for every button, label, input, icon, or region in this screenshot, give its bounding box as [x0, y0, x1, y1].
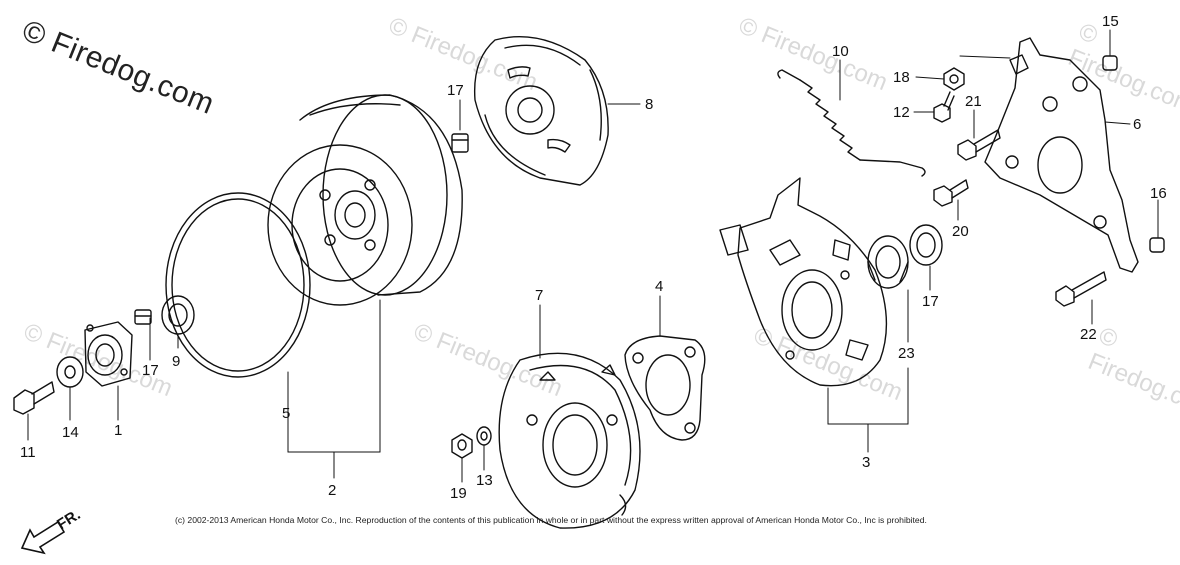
- part-21-bolt: [933, 179, 969, 207]
- part-15-collar: [1102, 55, 1118, 71]
- part-14-washer: [56, 356, 84, 388]
- callout-14: 14: [62, 424, 79, 441]
- callout-7: 7: [535, 287, 543, 304]
- callout-3: 3: [862, 454, 870, 471]
- callout-4: 4: [655, 278, 663, 295]
- callout-11: 11: [20, 444, 36, 461]
- part-5-snap-ring: [165, 192, 311, 378]
- callout-10: 10: [832, 43, 849, 60]
- callout-17-upper: 17: [447, 82, 464, 99]
- callout-22: 21: [965, 93, 982, 110]
- callout-19: 18: [893, 69, 910, 86]
- leader-lines: [27, 29, 1159, 483]
- part-numbers: 8 17 9 17 1 14 11 5 2 7 4 19 13 3 23 17 …: [20, 13, 1167, 502]
- callout-6: 6: [1133, 116, 1141, 133]
- callout-5: 5: [282, 405, 290, 422]
- part-16-collar: [1149, 237, 1165, 253]
- part-8-cover: [473, 36, 609, 186]
- part-7-brake-panel: [498, 352, 641, 529]
- part-23-bolt: [1055, 271, 1107, 307]
- part-4-gasket: [624, 335, 706, 441]
- part-6-arm: [984, 37, 1139, 273]
- callout-13: 13: [476, 472, 493, 489]
- callout-15: 15: [1102, 13, 1119, 30]
- callout-2: 2: [328, 482, 336, 499]
- front-direction-arrow: [20, 520, 66, 555]
- part-13-washer: [476, 426, 492, 446]
- part-12-bolt: [933, 91, 955, 123]
- callout-18: 17: [922, 293, 939, 310]
- part-22-bolt: [957, 129, 1001, 161]
- part-2-drum: [267, 94, 463, 306]
- callout-1: 1: [114, 422, 122, 439]
- part-9-washer: [161, 295, 195, 335]
- part-17-lower-key: [134, 309, 152, 325]
- part-24-bearing: [867, 235, 909, 289]
- callout-12: 12: [893, 104, 910, 121]
- part-11-bolt: [13, 381, 55, 415]
- copyright-notice: (c) 2002-2013 American Honda Motor Co., …: [175, 515, 927, 525]
- callout-16: 16: [1150, 185, 1167, 202]
- part-3-backing-plate: [719, 177, 888, 387]
- callout-8: 8: [645, 96, 653, 113]
- part-10-spring: [777, 69, 926, 177]
- callout-20: 19: [450, 485, 467, 502]
- callout-23: 22: [1080, 326, 1097, 343]
- callout-9: 9: [172, 353, 180, 370]
- part-18-seal: [909, 224, 943, 266]
- part-1-hub: [84, 321, 133, 387]
- part-19-nut: [943, 67, 965, 91]
- callout-17-lower: 17: [142, 362, 159, 379]
- callout-24: 23: [898, 345, 915, 362]
- callout-21: 20: [952, 223, 969, 240]
- part-17-upper-key: [451, 133, 469, 153]
- part-20-nut: [451, 433, 473, 459]
